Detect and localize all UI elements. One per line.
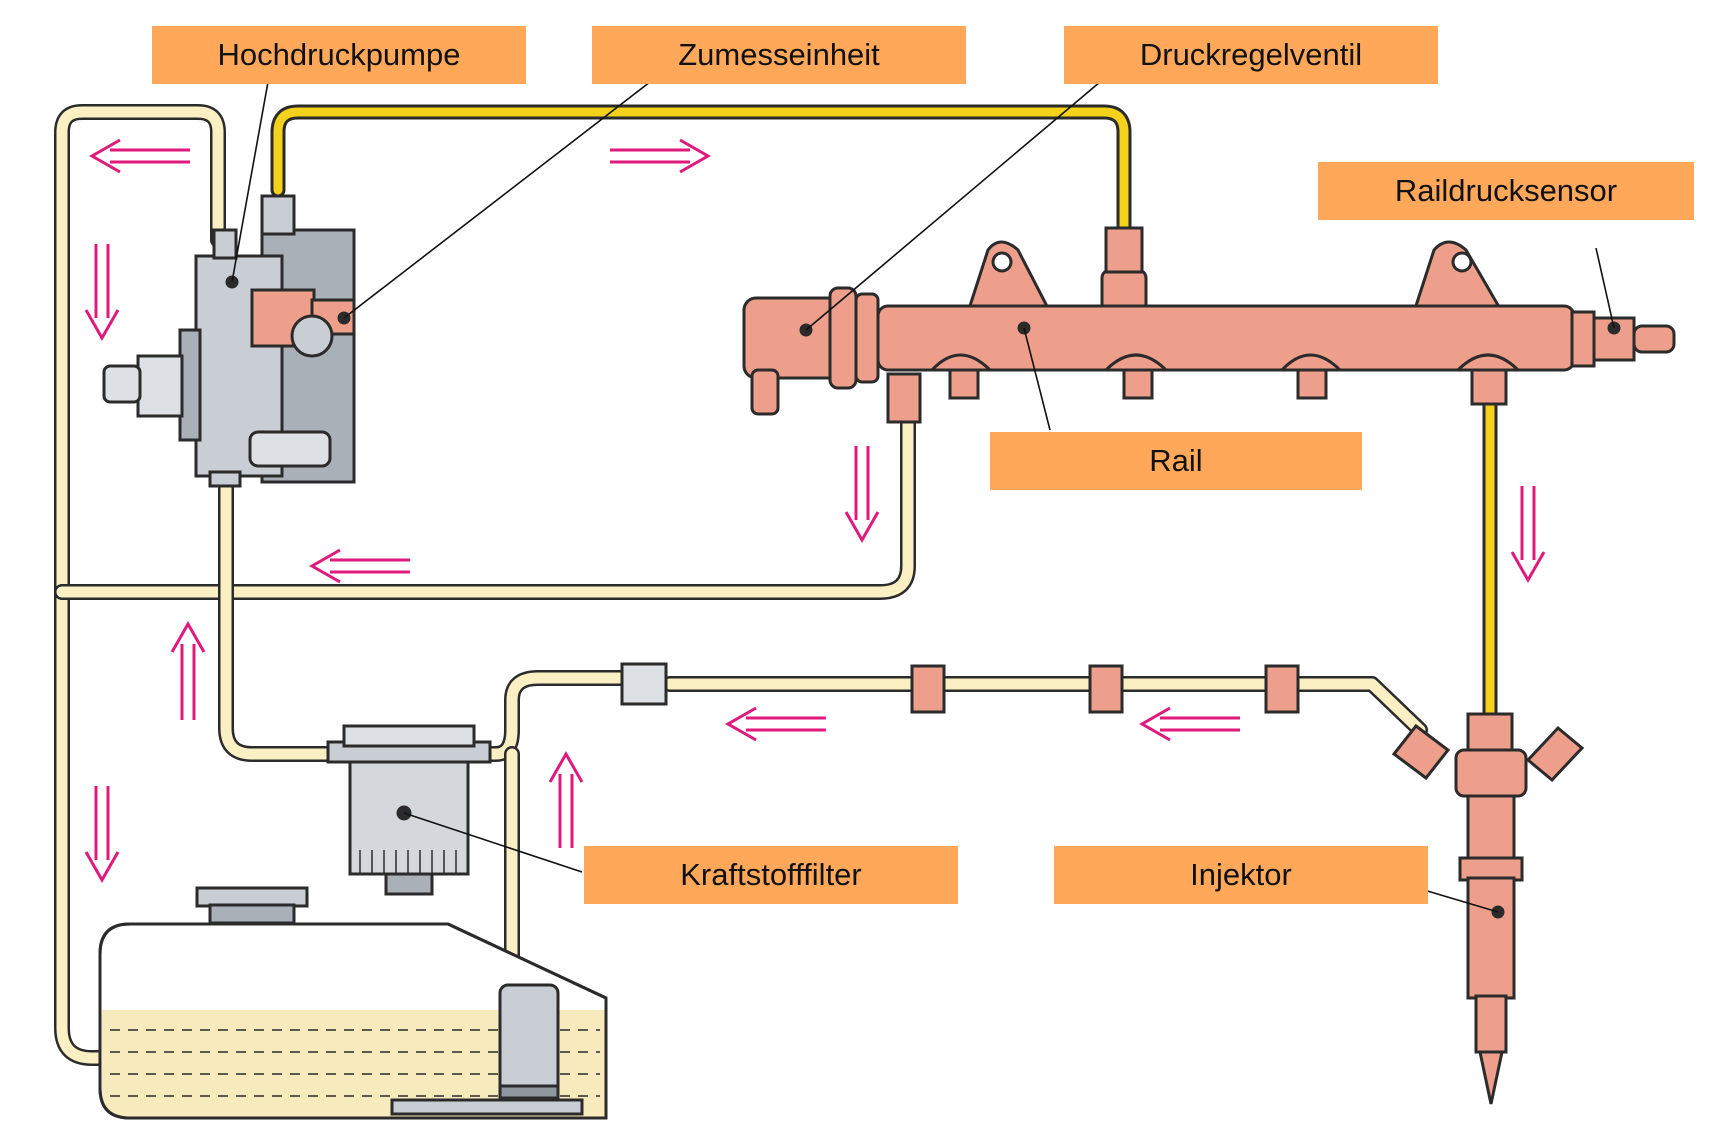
label-kraftstofffilter: Kraftstofffilter [584, 846, 958, 904]
label-hochdruckpumpe: Hochdruckpumpe [152, 26, 526, 84]
label-injektor: Injektor [1054, 846, 1428, 904]
label-rail: Rail [990, 432, 1362, 490]
fuel-filter [328, 726, 490, 894]
label-raildrucksensor: Raildrucksensor [1318, 162, 1694, 220]
rail-assembly [744, 228, 1674, 422]
label-druckregelventil: Druckregelventil [1064, 26, 1438, 84]
high-pressure-lines [278, 112, 1490, 716]
high-pressure-pump [104, 196, 354, 486]
fuel-tank [100, 888, 606, 1118]
label-zumesseinheit: Zumesseinheit [592, 26, 966, 84]
